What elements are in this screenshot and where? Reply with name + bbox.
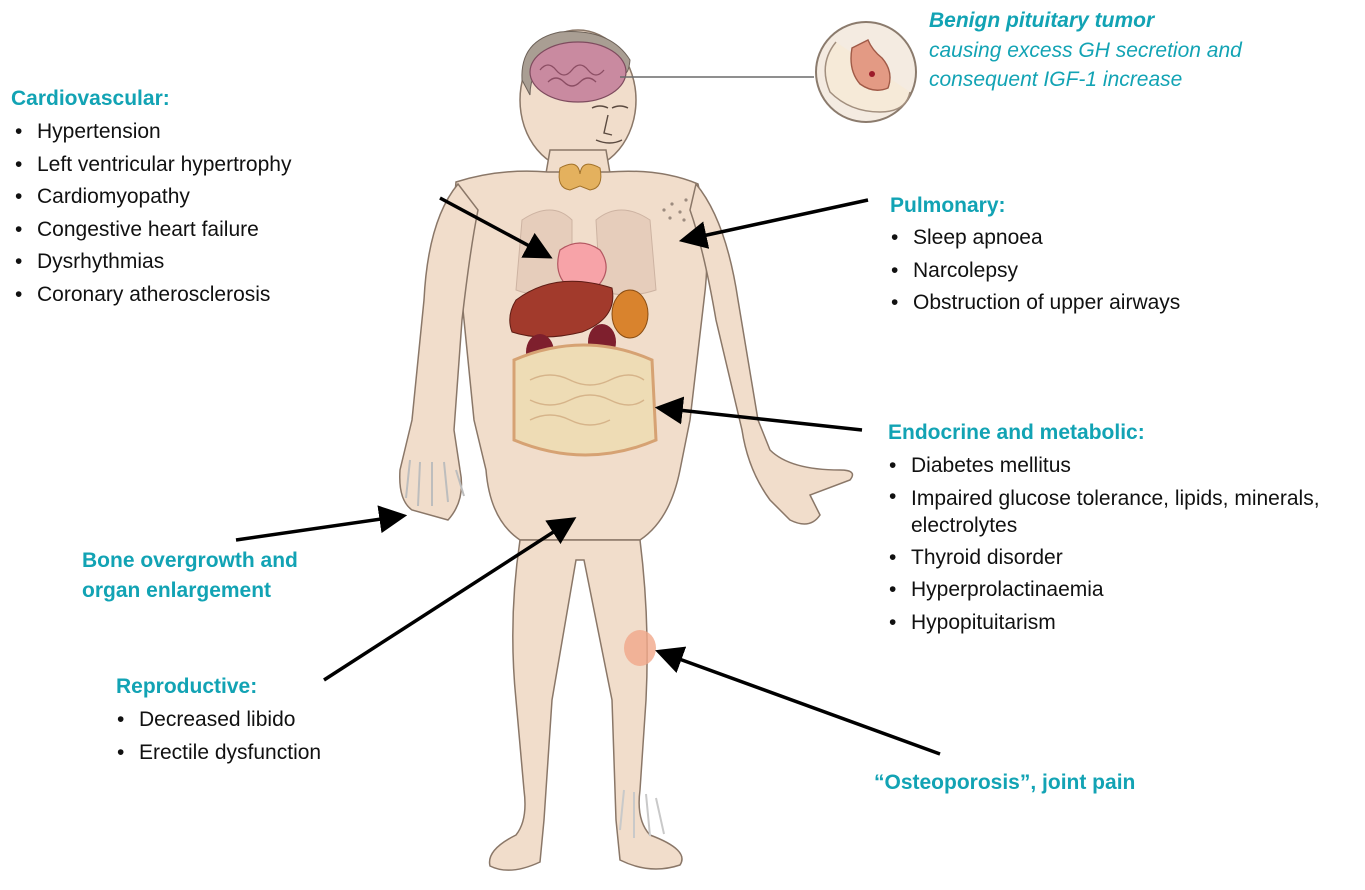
list-item: Congestive heart failure — [13, 214, 291, 247]
joint-label: “Osteoporosis”, joint pain — [874, 770, 1135, 796]
list-item: Left ventricular hypertrophy — [13, 149, 291, 182]
tumor-line: consequent IGF-1 increase — [929, 65, 1242, 94]
list-item: Impaired glucose tolerance, lipids, mine… — [887, 483, 1341, 542]
reproductive-title: Reproductive: — [116, 674, 257, 700]
list-item: Hypertension — [13, 116, 291, 149]
list-item: Cardiomyopathy — [13, 181, 291, 214]
arrow-joint — [660, 652, 940, 754]
bone-label: Bone overgrowth and organ enlargement — [82, 546, 298, 606]
tumor-line: causing excess GH secretion and — [929, 36, 1242, 65]
cardiovascular-list: Hypertension Left ventricular hypertroph… — [13, 116, 291, 311]
list-item: Hyperprolactinaemia — [887, 574, 1357, 607]
knee-highlight — [624, 630, 656, 666]
list-item: Obstruction of upper airways — [889, 287, 1180, 320]
intestines — [514, 345, 656, 455]
endocrine-title: Endocrine and metabolic: — [888, 420, 1145, 446]
tumor-description: causing excess GH secretion and conseque… — [929, 36, 1242, 94]
list-item: Thyroid disorder — [887, 542, 1357, 575]
pulmonary-title: Pulmonary: — [890, 193, 1006, 219]
bone-line: Bone overgrowth and — [82, 546, 298, 576]
brain — [530, 42, 626, 102]
list-item: Decreased libido — [115, 704, 321, 737]
cardiovascular-title: Cardiovascular: — [11, 86, 170, 112]
list-item: Erectile dysfunction — [115, 737, 321, 770]
list-item: Hypopituitarism — [887, 607, 1357, 640]
list-item: Narcolepsy — [889, 255, 1180, 288]
tumor-title: Benign pituitary tumor — [929, 8, 1154, 34]
stomach — [612, 290, 648, 338]
arrow-bone — [236, 516, 402, 540]
pulmonary-list: Sleep apnoea Narcolepsy Obstruction of u… — [889, 222, 1180, 320]
list-item: Diabetes mellitus — [887, 450, 1357, 483]
endocrine-list: Diabetes mellitus Impaired glucose toler… — [887, 450, 1357, 639]
list-item: Coronary atherosclerosis — [13, 279, 291, 312]
list-item: Dysrhythmias — [13, 246, 291, 279]
list-item: Sleep apnoea — [889, 222, 1180, 255]
reproductive-list: Decreased libido Erectile dysfunction — [115, 704, 321, 769]
pituitary-inset — [620, 22, 916, 122]
bone-line: organ enlargement — [82, 576, 298, 606]
